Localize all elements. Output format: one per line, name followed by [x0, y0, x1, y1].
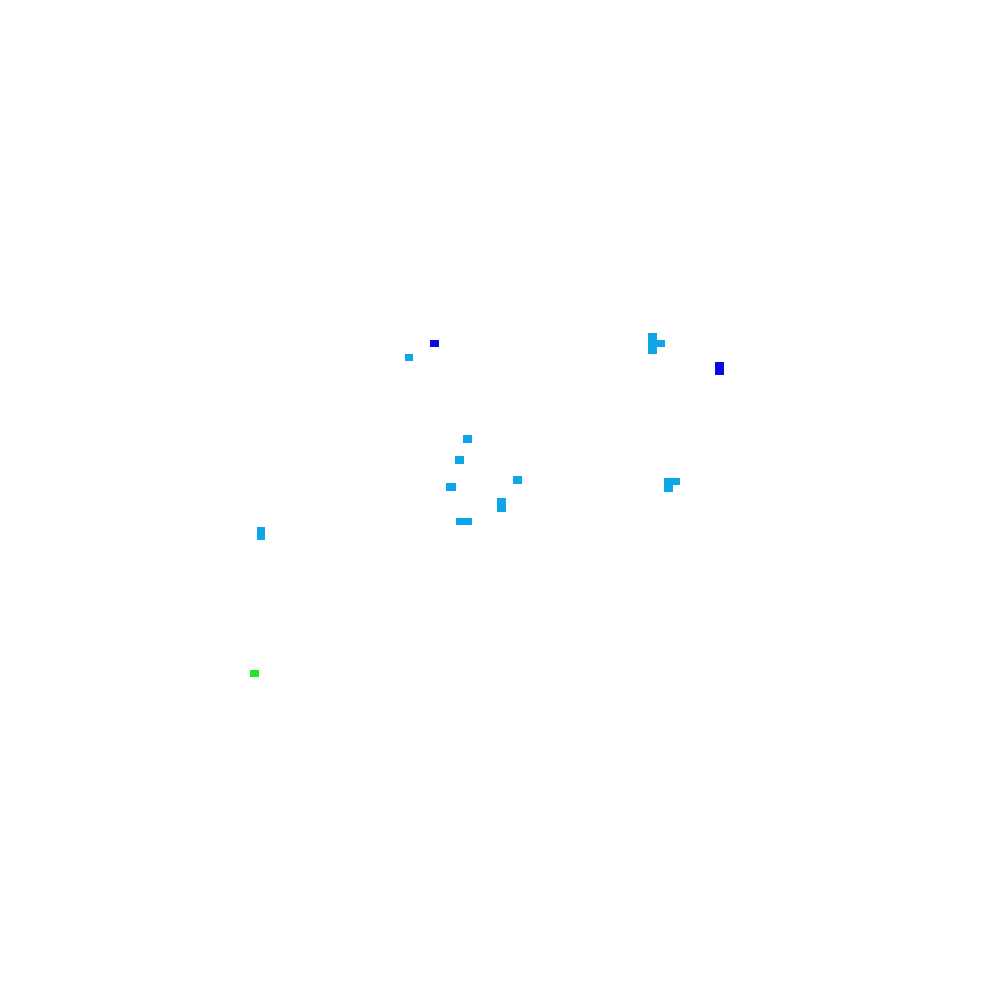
blue-block-part: [715, 362, 724, 375]
light_blue-block: [513, 476, 522, 484]
light_blue-block-part: [463, 435, 472, 443]
light_blue-block: [456, 518, 472, 525]
light_blue-block-part: [257, 527, 265, 540]
light_blue-block: [405, 354, 413, 361]
green-block-part: [250, 670, 259, 677]
blue-block: [430, 340, 439, 347]
light_blue-block-part: [446, 483, 456, 491]
blue-block-part: [430, 340, 439, 347]
light_blue-block: [664, 478, 680, 492]
light_blue-block-part: [513, 476, 522, 484]
light_blue-block-part: [497, 498, 506, 512]
light_blue-block: [497, 498, 506, 512]
blue-block: [715, 362, 724, 375]
light_blue-block: [446, 483, 456, 491]
green-block: [250, 670, 259, 677]
light_blue-block-part: [405, 354, 413, 361]
light_blue-block: [463, 435, 472, 443]
light_blue-block-part: [664, 478, 673, 492]
light_blue-block: [257, 527, 265, 540]
blob-layer: [250, 333, 724, 677]
light_blue-block-part: [456, 518, 472, 525]
light_blue-block-part: [657, 340, 665, 347]
light_blue-block-part: [455, 456, 464, 464]
light_blue-block-part: [648, 333, 657, 354]
light_blue-block: [455, 456, 464, 464]
light_blue-block: [648, 333, 665, 354]
